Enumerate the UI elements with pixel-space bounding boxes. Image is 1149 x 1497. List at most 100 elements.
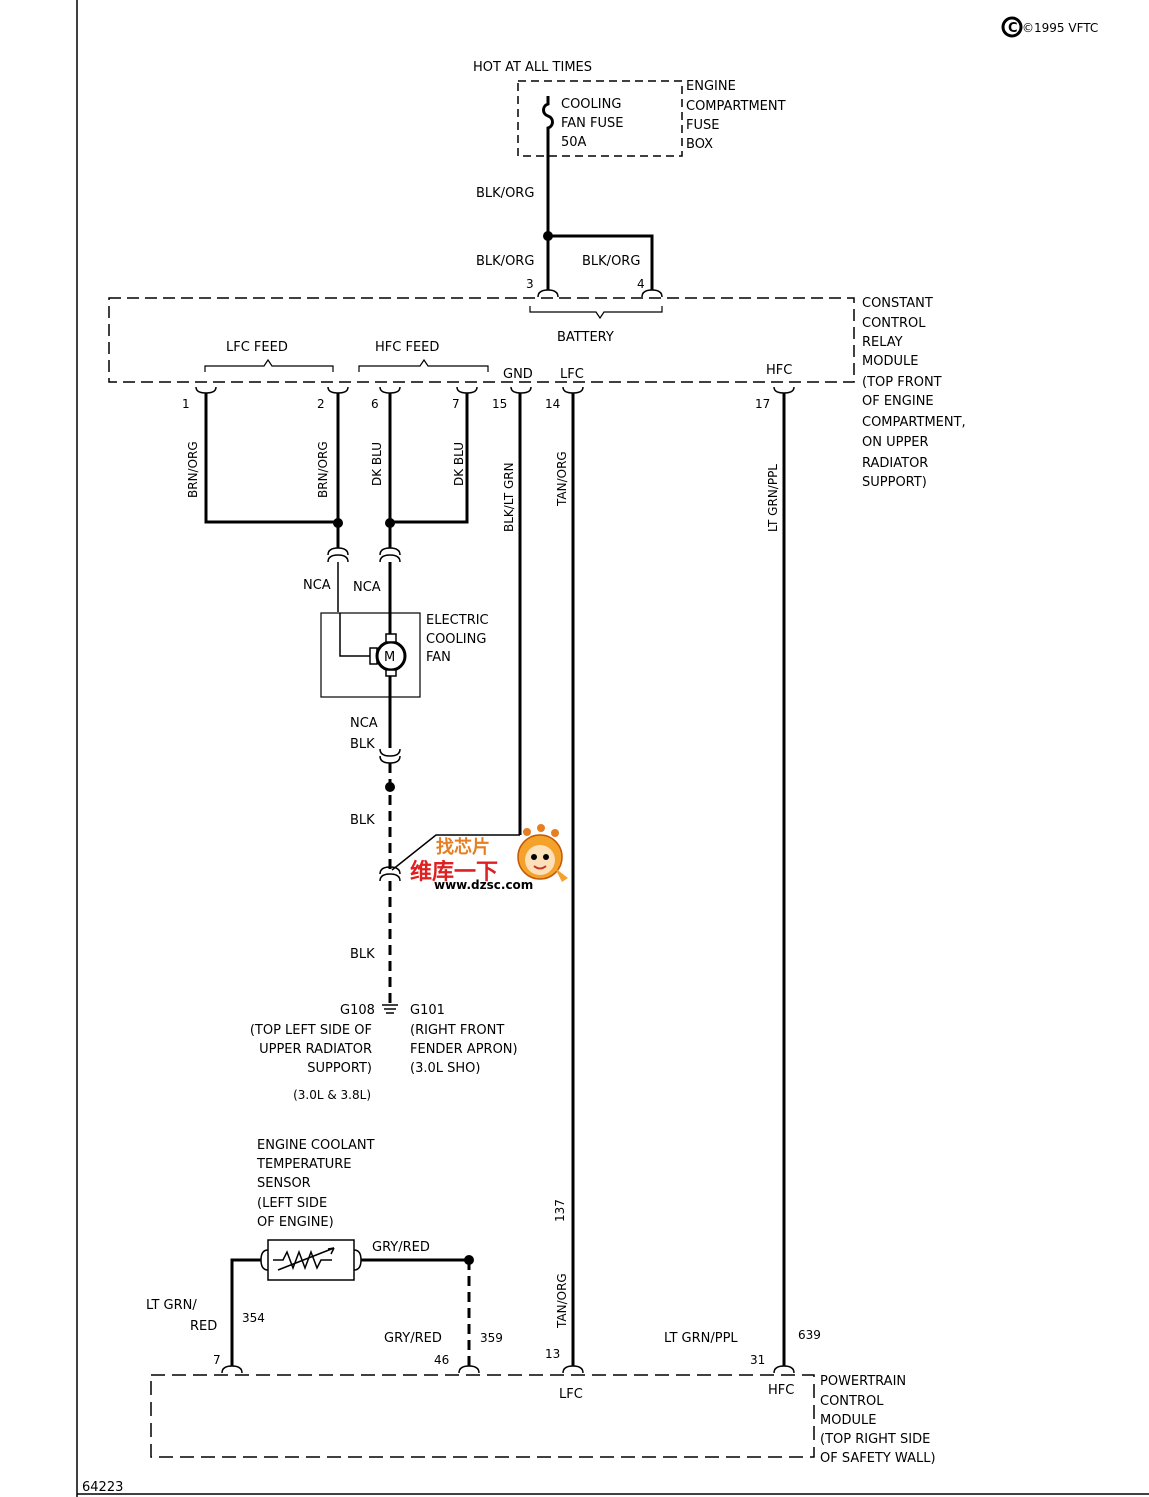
ect-sensor-box: [267, 1239, 355, 1281]
battery-bracket: [529, 306, 663, 320]
pcm-outline: [150, 1374, 815, 1458]
wire-label-blk-3: BLK: [350, 947, 375, 962]
ground-g101-loc-3: (3.0L SHO): [410, 1061, 480, 1076]
ground-symbol-icon: [382, 1004, 398, 1014]
watermark-line1: 找芯片: [436, 836, 490, 858]
fan-name-1: ELECTRIC: [426, 613, 489, 628]
wire-label-blk-1: BLK: [350, 737, 375, 752]
ground-g101-loc-2: FENDER APRON): [410, 1042, 518, 1057]
relay-name-6: OF ENGINE: [862, 394, 934, 409]
wire-label-gry-red-1: GRY/RED: [372, 1240, 430, 1255]
relay-pin-14: 14: [545, 397, 560, 411]
circuit-354: 354: [242, 1311, 265, 1325]
fan-name-2: COOLING: [426, 632, 486, 647]
relay-bottom-connectors: [195, 386, 795, 394]
wire-label-lt-grn-ppl-1: LT GRN/PPL: [766, 464, 780, 532]
wire-label-lt-grn-red-1: LT GRN/: [146, 1298, 197, 1313]
wire-label-brn-org-2: BRN/ORG: [316, 441, 330, 498]
ect-name-5: OF ENGINE): [257, 1215, 334, 1230]
svg-text:C: C: [1008, 21, 1018, 36]
lfc-feed-label: LFC FEED: [226, 340, 288, 355]
watermark-logo: 找芯片 维库一下 www.dzsc.com: [410, 824, 568, 892]
pcm-top-connectors: [221, 1365, 795, 1374]
fuse-box-outline: [517, 80, 683, 157]
ground-split-connector: [379, 866, 401, 882]
pcm-pin-7: 7: [213, 1353, 221, 1367]
wire-brn-org-pin1: [204, 393, 338, 524]
ground-g108-loc-2: UPPER RADIATOR: [259, 1042, 372, 1057]
circuit-359: 359: [480, 1331, 503, 1345]
ect-name-3: SENSOR: [257, 1176, 311, 1191]
mascot-icon: [517, 824, 568, 882]
relay-pin-1: 1: [182, 397, 190, 411]
relay-pin-15: 15: [492, 397, 507, 411]
wire-label-tan-org-1: TAN/ORG: [555, 451, 569, 507]
pcm-name-5: OF SAFETY WALL): [820, 1451, 936, 1466]
fan-name-3: FAN: [426, 650, 451, 665]
fan-box: [320, 612, 421, 698]
relay-pin-6: 6: [371, 397, 379, 411]
wire-label-blk-org-1: BLK/ORG: [476, 186, 534, 201]
motor-letter: M: [384, 650, 395, 665]
fan-nca-1: NCA: [303, 578, 331, 593]
wire-lt-grn-red: [230, 1258, 261, 1366]
fan-internal-wire: [339, 613, 370, 657]
thermistor-icon: [273, 1247, 335, 1271]
fan-connectors-top: [327, 547, 401, 563]
wire-blk-org-branch: [548, 234, 654, 290]
figure-code: 64223: [82, 1480, 123, 1495]
ground-g101: G101: [410, 1003, 445, 1018]
relay-name-2: CONTROL: [862, 316, 926, 331]
relay-lfc-label: LFC: [560, 367, 584, 382]
pcm-hfc-label: HFC: [768, 1383, 794, 1398]
lfc-feed-bracket: [204, 358, 334, 372]
relay-pin-17: 17: [755, 397, 770, 411]
relay-pin-3: 3: [526, 277, 534, 291]
ground-g101-loc-1: (RIGHT FRONT: [410, 1023, 504, 1038]
wire-label-tan-org-2: TAN/ORG: [555, 1273, 569, 1329]
fan-motor-brush-bottom: [385, 669, 397, 677]
pcm-pin-46: 46: [434, 1353, 449, 1367]
circuit-137: 137: [553, 1199, 567, 1222]
connector-pin-3: [537, 289, 559, 298]
wire-label-blk-2: BLK: [350, 813, 375, 828]
relay-gnd-label: GND: [503, 367, 533, 382]
relay-name-9: RADIATOR: [862, 456, 928, 471]
wire-label-blk-org-3: BLK/ORG: [582, 254, 640, 269]
wire-label-lt-grn-ppl-2: LT GRN/PPL: [664, 1331, 738, 1346]
fuse-box-label-2: COMPARTMENT: [686, 99, 786, 114]
wire-label-blk-lt-grn: BLK/LT GRN: [502, 462, 516, 532]
watermark-line2: 维库一下: [410, 859, 498, 885]
relay-pin-4: 4: [637, 277, 645, 291]
relay-pin-2: 2: [317, 397, 325, 411]
relay-module-outline: [108, 297, 855, 383]
relay-hfc-label: HFC: [766, 363, 792, 378]
fan-nca-2: NCA: [353, 580, 381, 595]
copyright-mark: C ©1995 VFTC: [1001, 16, 1098, 38]
circuit-639: 639: [798, 1328, 821, 1342]
hfc-feed-label: HFC FEED: [375, 340, 439, 355]
ground-g108-engines: (3.0L & 3.8L): [293, 1088, 371, 1102]
ect-name-4: (LEFT SIDE: [257, 1196, 327, 1211]
pcm-pin-13: 13: [545, 1347, 560, 1361]
pcm-name-2: CONTROL: [820, 1394, 884, 1409]
relay-name-10: SUPPORT): [862, 475, 927, 490]
wire-label-dk-blu-2: DK BLU: [452, 442, 466, 486]
pcm-name-3: MODULE: [820, 1413, 876, 1428]
ect-name-1: ENGINE COOLANT: [257, 1138, 375, 1153]
ect-connector-right: [353, 1249, 362, 1271]
ground-g108: G108: [340, 1003, 375, 1018]
pcm-name-4: (TOP RIGHT SIDE: [820, 1432, 930, 1447]
fuse-name-1: COOLING: [561, 97, 621, 112]
hfc-feed-bracket: [358, 358, 489, 372]
fan-motor-brush-top: [385, 633, 397, 643]
pcm-name-1: POWERTRAIN: [820, 1374, 906, 1389]
wire-label-lt-grn-red-2: RED: [190, 1319, 217, 1334]
ect-connector-left: [260, 1249, 269, 1271]
wire-label-brn-org-1: BRN/ORG: [186, 441, 200, 498]
hot-at-all-times-label: HOT AT ALL TIMES: [473, 60, 592, 75]
relay-name-7: COMPARTMENT,: [862, 415, 966, 430]
copyright-text: ©1995 VFTC: [1022, 21, 1098, 35]
pcm-pin-31: 31: [750, 1353, 765, 1367]
